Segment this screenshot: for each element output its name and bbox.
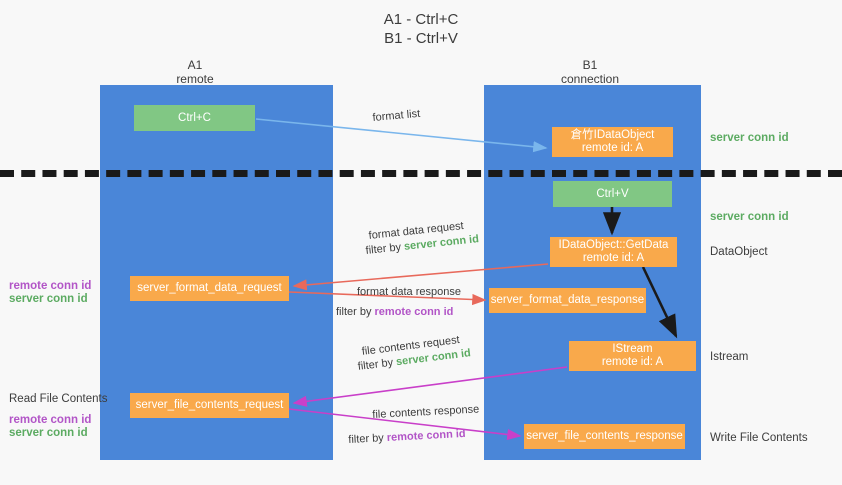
box-istream[interactable]: IStream remote id: A [569,341,696,371]
column-header-b1-role: connection [560,72,620,86]
box-idataobject-getdata[interactable]: IDataObject::GetData remote id: A [550,237,677,267]
column-header-a1: A1 remote [130,58,260,86]
box-ctrl-c[interactable]: Ctrl+C [134,105,255,131]
box-server-format-data-request[interactable]: server_format_data_request [130,276,289,301]
arrow-label-format-data-response: format data response [357,286,461,298]
box-istream-line2: remote id: A [601,356,664,368]
box-fmt-req-line1: server_format_data_request [137,282,282,294]
column-header-a1-name: A1 [187,58,203,72]
label-istream: Istream [710,351,749,363]
box-server-file-contents-request[interactable]: server_file_contents_request [130,393,289,418]
arrow-label-file-contents-response: file contents response [372,403,480,421]
box-ctrl-v[interactable]: Ctrl+V [553,181,672,207]
column-header-b1-name: B1 [582,58,598,72]
box-server-format-data-response[interactable]: server_format_data_response [489,288,646,313]
label-remote-conn-id-upper: remote conn id [9,280,92,292]
label-server-conn-id-upper: server conn id [9,293,88,305]
box-file-res-line1: server_file_contents_response [526,430,683,442]
box-getdata-line2: remote id: A [582,252,645,264]
label-dataobject: DataObject [710,246,768,258]
box-istream-line1: IStream [612,343,653,355]
label-write-file-contents: Write File Contents [710,432,808,444]
label-server-conn-id-top: server conn id [710,132,789,144]
column-header-b1: B1 connection [525,58,655,86]
box-idataobject[interactable]: 倉竹IDataObject remote id: A [552,127,673,157]
phase-divider [0,170,842,177]
box-fmt-res-line1: server_format_data_response [490,294,645,306]
column-header-a1-role: remote [176,72,214,86]
label-read-file-contents: Read File Contents [9,393,108,405]
box-ctrl-c-line1: Ctrl+C [178,111,211,124]
box-getdata-line1: IDataObject::GetData [558,239,669,251]
box-idataobject-line1: 倉竹IDataObject [570,129,655,141]
arrow-label-file-contents-response-filter: filter by remote conn id [348,427,466,447]
filter-prefix: filter by [336,306,375,318]
title-line-1: A1 - Ctrl+C [383,11,459,28]
box-server-file-contents-response[interactable]: server_file_contents_response [524,424,685,449]
label-server-conn-id-lower: server conn id [9,427,88,439]
filter-prefix: filter by [365,240,405,257]
box-ctrl-v-line1: Ctrl+V [596,187,629,200]
box-file-req-line1: server_file_contents_request [135,399,284,411]
box-idataobject-line2: remote id: A [581,142,644,154]
title-line-2: B1 - Ctrl+V [384,30,458,47]
arrow-label-format-data-response-filter: filter by remote conn id [336,305,453,319]
filter-remote-conn-id: remote conn id [374,306,454,318]
filter-remote-conn-id: remote conn id [386,427,466,444]
filter-prefix: filter by [357,356,397,373]
label-remote-conn-id-lower: remote conn id [9,414,92,426]
filter-prefix: filter by [348,431,388,446]
diagram-title: A1 - Ctrl+C B1 - Ctrl+V [0,10,842,48]
arrow-label-format-list: format list [372,107,421,124]
label-server-conn-id-mid: server conn id [710,211,789,223]
